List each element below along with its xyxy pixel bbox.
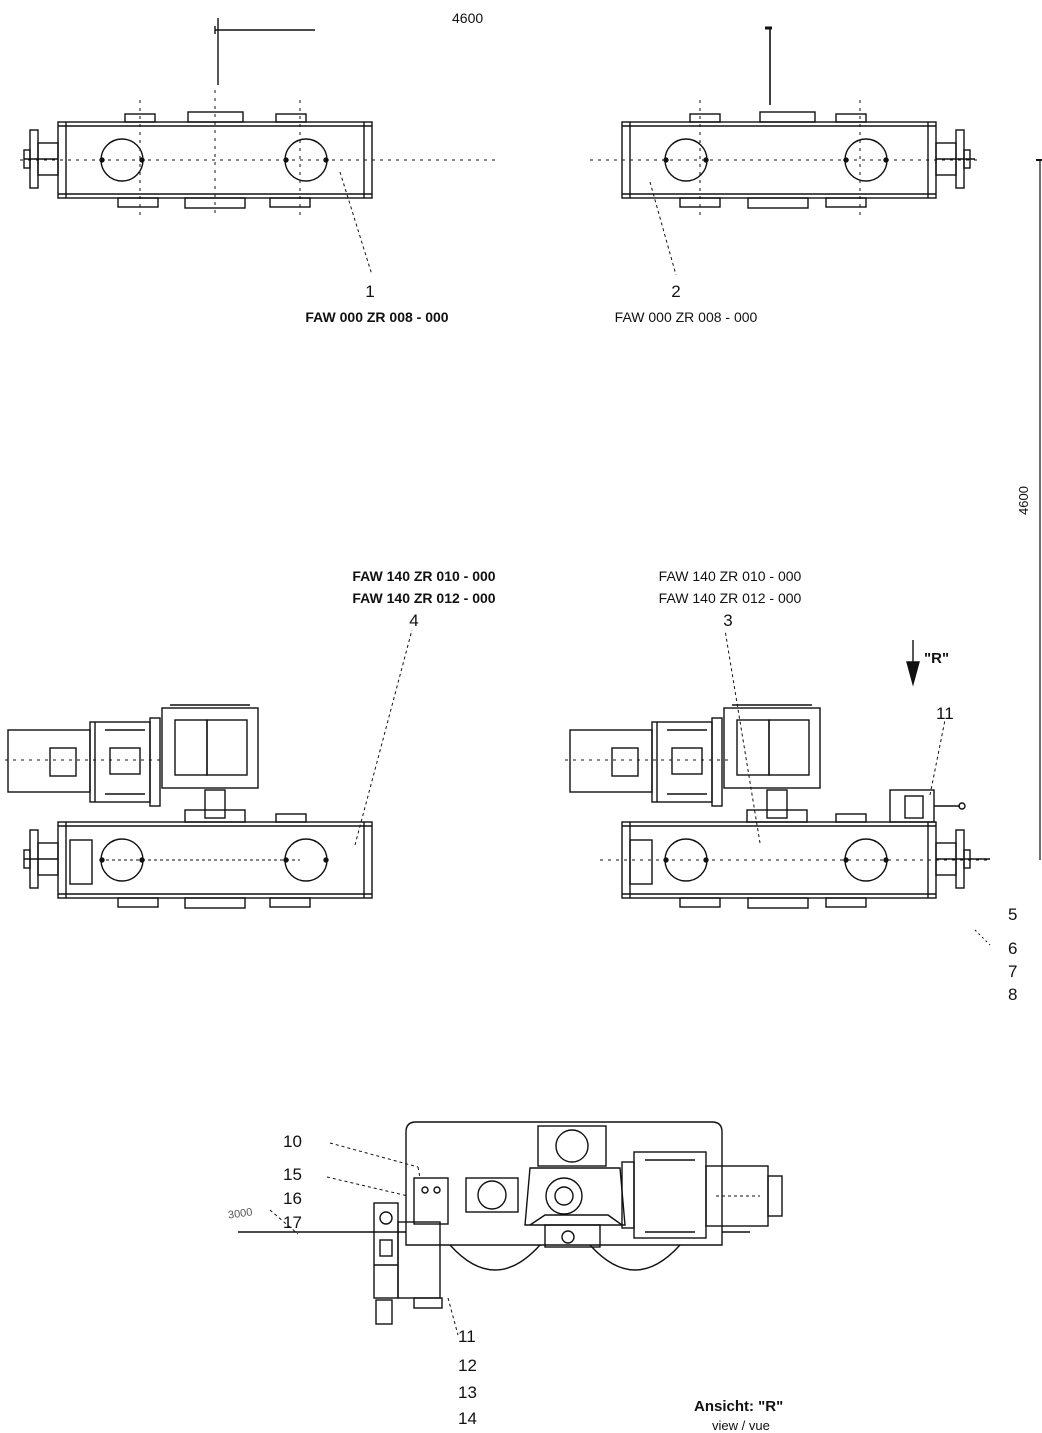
part-code-4b: FAW 140 ZR 012 - 000 (352, 590, 496, 606)
part-code-1: FAW 000 ZR 008 - 000 (305, 309, 449, 325)
view-title: Ansicht: "R" (694, 1398, 784, 1415)
item-number-2: 2 (671, 282, 681, 301)
end-carriage-1 (20, 90, 500, 276)
end-carriage-2 (590, 100, 980, 276)
item-number-4: 4 (409, 611, 419, 630)
part-code-3a: FAW 140 ZR 010 - 000 (658, 568, 802, 584)
callout-11-detail: 11 (458, 1327, 476, 1346)
callout-5: 5 (1008, 905, 1018, 924)
callout-10: 10 (283, 1132, 302, 1151)
callout-16: 16 (283, 1189, 302, 1208)
item-number-3: 3 (723, 611, 733, 630)
callout-12: 12 (458, 1356, 477, 1375)
callout-6: 6 (1008, 939, 1018, 958)
side-dimension-label: 4600 (1016, 486, 1031, 515)
drive-carriage-4 (5, 629, 413, 909)
top-dimension-line (214, 18, 772, 105)
view-marker-r: "R" (924, 650, 950, 667)
top-dimension-label: 4600 (452, 10, 484, 26)
view-r-arrow (906, 640, 920, 687)
side-dimension-line (1036, 159, 1042, 860)
callout-8: 8 (1008, 985, 1018, 1004)
callout-15: 15 (283, 1165, 302, 1184)
callout-13: 13 (458, 1383, 477, 1402)
drive-carriage-3 (565, 629, 991, 946)
part-code-2: FAW 000 ZR 008 - 000 (614, 309, 758, 325)
callout-11-top: 11 (936, 704, 954, 723)
callout-14: 14 (458, 1409, 477, 1428)
view-r-detail (238, 1121, 783, 1336)
part-code-4a: FAW 140 ZR 010 - 000 (352, 568, 496, 584)
callout-7: 7 (1008, 962, 1018, 981)
callout-17: 17 (283, 1213, 302, 1232)
view-subtitle: view / vue (712, 1418, 770, 1433)
part-code-3b: FAW 140 ZR 012 - 000 (658, 590, 802, 606)
item-number-1: 1 (365, 282, 375, 301)
